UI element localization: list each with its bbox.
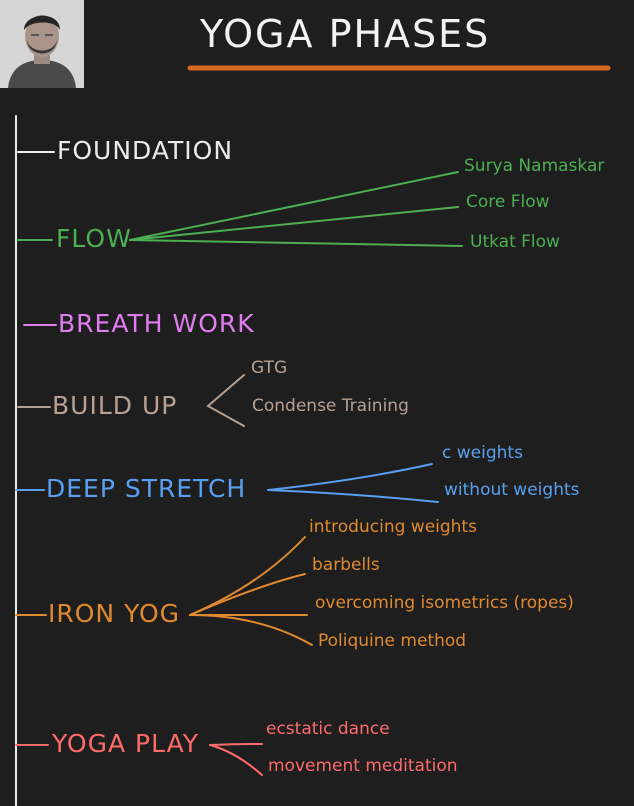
branch-line (267, 489, 439, 503)
sub-item-label: c weights (442, 443, 523, 463)
sub-item-label: Utkat Flow (470, 232, 560, 252)
phase-label: BUILD UP (52, 391, 178, 420)
phase-bracket-3 (206, 374, 245, 427)
sub-item-label: overcoming isometrics (ropes) (315, 593, 574, 613)
branch-line (189, 536, 306, 616)
sub-item-label: without weights (444, 480, 580, 500)
phase-label: DEEP STRETCH (46, 474, 247, 503)
phase-label: FOUNDATION (57, 136, 234, 165)
sub-item-label: GTG (251, 358, 288, 378)
branch-line (129, 171, 459, 241)
branch-line (209, 743, 263, 746)
branch-line (129, 239, 463, 247)
branch-line (189, 614, 313, 646)
branch-line (189, 573, 306, 616)
phase-label: FLOW (56, 224, 132, 253)
sub-item-label: Condense Training (252, 396, 409, 416)
author-avatar (0, 0, 84, 88)
phase-label: YOGA PLAY (52, 729, 200, 758)
sub-item-label: introducing weights (309, 517, 477, 537)
sub-item-label: movement meditation (268, 756, 458, 776)
sub-item-label: ecstatic dance (266, 719, 390, 739)
sub-item-label: Surya Namaskar (464, 156, 605, 176)
phase-label: IRON YOG (48, 599, 181, 628)
phase-label: BREATH WORK (58, 309, 255, 338)
branch-line (209, 744, 263, 776)
sub-item-label: Poliquine method (318, 631, 467, 651)
sub-item-label: barbells (312, 555, 380, 575)
branch-line (267, 463, 433, 491)
sub-item-label: Core Flow (466, 192, 550, 212)
branch-line (129, 206, 459, 241)
person-photo-icon (0, 0, 84, 88)
page-title: YOGA PHASES (200, 12, 491, 56)
